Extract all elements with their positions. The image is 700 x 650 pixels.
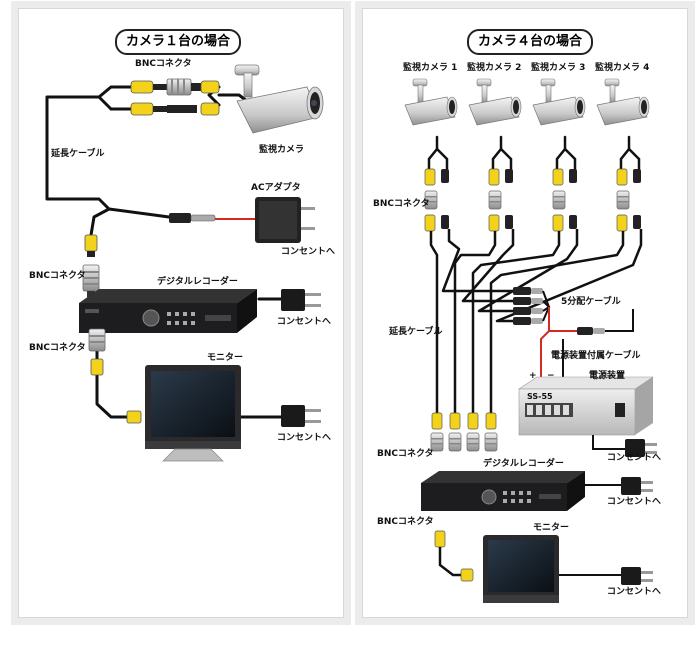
splitter-cable-label: 5分配ケーブル xyxy=(561,297,621,307)
camera-icon xyxy=(532,78,586,126)
bnc-connector-bottom xyxy=(430,412,444,452)
power-plug-icon xyxy=(281,405,321,427)
bnc-connector-bottom xyxy=(466,412,480,452)
camera-icon xyxy=(596,78,650,126)
monitor-label: モニター xyxy=(533,523,570,533)
bnc-connector-label: BNCコネクタ xyxy=(29,271,86,281)
bnc-connector-monitor xyxy=(434,530,474,582)
four-camera-diagram xyxy=(404,78,657,603)
recorder-label: デジタルレコーダー xyxy=(483,459,564,469)
extension-cable-label: 延長ケーブル xyxy=(389,327,443,337)
bnc-connector-bottom xyxy=(484,412,498,452)
outlet-label: コンセントへ xyxy=(281,247,336,257)
single-camera-diagram xyxy=(45,64,324,462)
monitor-icon xyxy=(483,535,621,603)
power-plug-icon xyxy=(281,289,321,311)
monitor-label: モニター xyxy=(207,353,244,363)
camera-label: 監視カメラ 3 xyxy=(531,63,586,73)
camera-icon xyxy=(234,64,324,134)
panel-title: カメラ１台の場合 xyxy=(115,29,242,55)
camera-label: 監視カメラ xyxy=(259,145,305,155)
digital-recorder-icon xyxy=(421,471,621,511)
plus-label: + xyxy=(529,371,537,381)
ac-adapter-icon xyxy=(169,197,315,243)
power-cable-label: 電源装置付属ケーブル xyxy=(551,351,641,361)
extension-cable-label: 延長ケーブル xyxy=(51,149,105,159)
camera-label: 監視カメラ 2 xyxy=(467,63,522,73)
monitor-icon xyxy=(145,365,241,462)
outlet-label: コンセントへ xyxy=(607,587,662,597)
camera-label: 監視カメラ 4 xyxy=(595,63,650,73)
outlet-label: コンセントへ xyxy=(607,453,662,463)
digital-recorder-icon xyxy=(79,289,257,333)
outlet-label: コンセントへ xyxy=(277,317,332,327)
camera-icon xyxy=(468,78,522,126)
single-camera-panel: カメラ１台の場合 BNCコネクタ 監視カメラ 延長ケーブル ACアダプタ コンセ… xyxy=(18,8,344,618)
extension-cables xyxy=(429,229,643,413)
power-plug-icon xyxy=(625,439,657,457)
bnc-connector-bottom xyxy=(88,328,142,424)
bnc-connector-top xyxy=(130,78,220,116)
power-plug-icon xyxy=(621,567,653,585)
panel-title: カメラ４台の場合 xyxy=(467,29,594,55)
bnc-connector-top xyxy=(616,168,642,232)
power-unit-model: SS-55 xyxy=(527,392,553,401)
bnc-connector-label: BNCコネクタ xyxy=(377,449,434,459)
four-camera-panel: カメラ４台の場合 監視カメラ 1 監視カメラ 2 監視カメラ 3 監視カメラ 4… xyxy=(362,8,688,618)
bnc-connector-label: BNCコネクタ xyxy=(135,59,192,69)
bnc-connector-top xyxy=(488,168,514,232)
camera-label: 監視カメラ 1 xyxy=(403,63,458,73)
outlet-label: コンセントへ xyxy=(277,433,332,443)
bnc-connector-label: BNCコネクタ xyxy=(29,343,86,353)
bnc-connector-label: BNCコネクタ xyxy=(377,517,434,527)
recorder-label: デジタルレコーダー xyxy=(157,277,238,287)
splitter-cable xyxy=(513,287,634,335)
camera-icon xyxy=(404,78,458,126)
minus-label: − xyxy=(547,371,555,381)
power-unit-icon xyxy=(518,376,654,450)
bnc-connector-label: BNCコネクタ xyxy=(373,199,430,209)
signal-cable xyxy=(45,85,289,419)
outlet-label: コンセントへ xyxy=(607,497,662,507)
bnc-connector-mid xyxy=(82,234,100,297)
camera-cables xyxy=(427,135,641,171)
ac-adapter-label: ACアダプタ xyxy=(251,183,301,193)
bnc-connector-bottom xyxy=(448,412,462,452)
bnc-connector-top xyxy=(552,168,578,232)
power-unit-label: 電源装置 xyxy=(589,371,626,381)
power-plug-icon xyxy=(621,477,653,495)
